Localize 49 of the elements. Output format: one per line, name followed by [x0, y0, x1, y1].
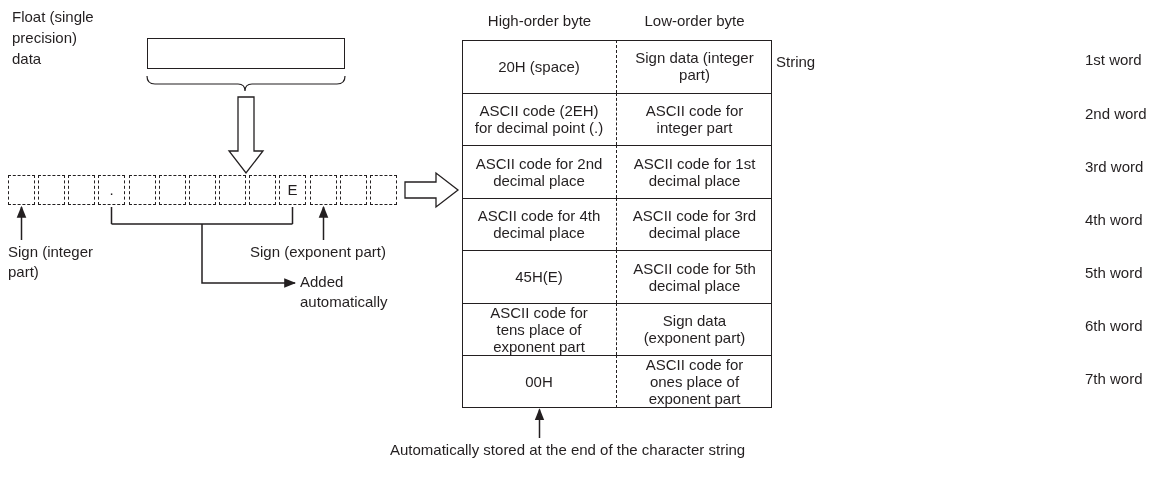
table-cell: ASCII code for 4th decimal place [462, 197, 617, 250]
word-number-label: 6th word [1085, 316, 1143, 336]
callout-text: Sign (integer part) [8, 242, 108, 282]
table-cell: ASCII code for ones place of exponent part [617, 355, 772, 408]
arrow [110, 206, 297, 288]
data-type-label: Float (single precision) data [12, 7, 95, 69]
column-heading: High-order byte [486, 12, 593, 29]
table-cell: ASCII code (2EH) for decimal point (.) [462, 92, 617, 145]
character-cell [189, 175, 216, 205]
block-arrow [404, 171, 460, 209]
arrow [318, 205, 329, 241]
table-cell: 00H [462, 355, 617, 408]
table-cell: ASCII code for 1st decimal place [617, 145, 772, 198]
table-cell: ASCII code for 5th decimal place [617, 250, 772, 303]
table-cell: 20H (space) [462, 40, 617, 93]
table-cell: Sign data (integer part) [617, 40, 772, 93]
character-cell [310, 175, 337, 205]
character-cell [129, 175, 156, 205]
character-cell [159, 175, 186, 205]
character-cell [219, 175, 246, 205]
table-cell: Sign data (exponent part) [617, 302, 772, 355]
word-number-label: 7th word [1085, 369, 1143, 389]
callout-text: Sign (exponent part) [250, 242, 450, 262]
table-cell: ASCII code for tens place of exponent part [462, 302, 617, 355]
character-cell [340, 175, 367, 205]
word-number-label: 1st word [1085, 50, 1142, 70]
word-number-label: 4th word [1085, 210, 1143, 230]
arrow [534, 408, 545, 439]
character-cell [249, 175, 276, 205]
word-number-label: 3rd word [1085, 157, 1144, 177]
table-cell: ASCII code for 3rd decimal place [617, 197, 772, 250]
arrow [16, 205, 27, 241]
character-cell [8, 175, 35, 205]
character-cell [38, 175, 65, 205]
block-arrow [227, 96, 265, 175]
data-box [147, 38, 345, 69]
character-cell: . [98, 175, 125, 205]
character-cell [370, 175, 397, 205]
table-cell: ASCII code for integer part [617, 92, 772, 145]
table-cell: ASCII code for 2nd decimal place [462, 145, 617, 198]
word-number-label: 5th word [1085, 263, 1143, 283]
character-cell [68, 175, 95, 205]
word-number-label: 2nd word [1085, 104, 1147, 124]
table-cell: 45H(E) [462, 250, 617, 303]
callout-text: Automatically stored at the end of the character string [390, 440, 830, 460]
column-heading: Low-order byte [643, 12, 746, 29]
callout-text: Added automatically [300, 272, 410, 312]
character-cell: E [279, 175, 306, 205]
data-type-label: String [776, 52, 816, 72]
